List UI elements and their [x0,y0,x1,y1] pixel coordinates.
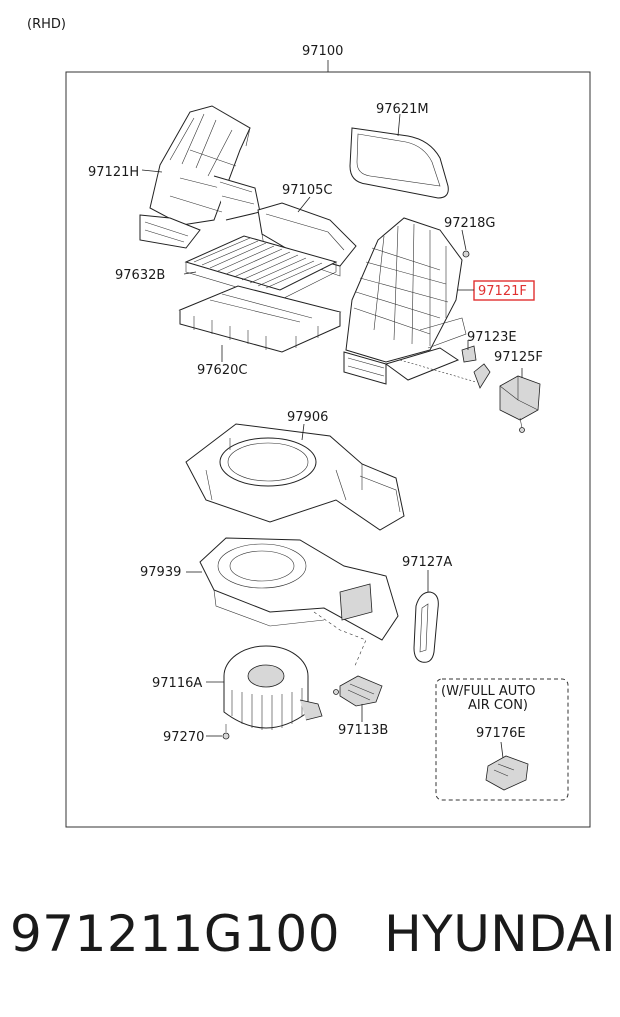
highlight-box-97121F [473,280,535,301]
callout-97116A: 97116A [152,676,202,691]
footer-brand: HYUNDAI [384,905,617,963]
part-97176E-sensor [485,741,529,791]
option-box [435,678,569,801]
callout-97939: 97939 [140,565,181,580]
part-97270-screw [206,724,230,740]
callout-97270: 97270 [163,730,204,745]
part-97621M-gasket [349,113,449,199]
option-box-line2: AIR CON) [468,698,528,713]
callout-97632B: 97632B [115,268,165,283]
part-97125F-actuator [499,368,541,433]
callout-97621M: 97621M [376,102,429,117]
callout-97121F: 97121F [478,284,527,299]
part-97218G-screw [461,229,470,258]
callout-97176E: 97176E [476,726,526,741]
part-97123E-lever [399,340,491,389]
exploded-parts-diagram: 97621M 97121H 97105C 97218G 97632B 97121… [65,60,591,828]
part-97620C-filter-case [178,285,342,362]
callout-97121H: 97121H [88,165,139,180]
callout-97123E: 97123E [467,330,517,345]
part-97121H-intake-duct [139,105,261,249]
option-box-line1: (W/FULL AUTO [441,684,536,699]
part-97113B-resistor [333,675,383,722]
callout-97105C: 97105C [282,183,332,198]
callout-97113B: 97113B [338,723,388,738]
footer-part-number: 971211G100 [10,905,341,963]
callout-97127A: 97127A [402,555,452,570]
harness-line [313,611,367,669]
part-97939-blower-lower-case [186,537,399,641]
part-97127A-seal [413,570,439,663]
callout-97620C: 97620C [197,363,247,378]
part-97632B-air-filter [183,235,338,301]
part-97121F-intake-duct [343,217,467,385]
part-97116A-blower-motor [206,645,323,730]
region-note: (RHD) [27,17,66,32]
callout-97218G: 97218G [444,216,495,231]
callout-97906: 97906 [287,410,328,425]
callout-97125F: 97125F [494,350,543,365]
footer-caption: 971211G100 HYUNDAI [10,905,616,963]
assembly-part-number: 97100 [302,44,344,59]
part-97906-blower-upper-case [185,423,405,531]
